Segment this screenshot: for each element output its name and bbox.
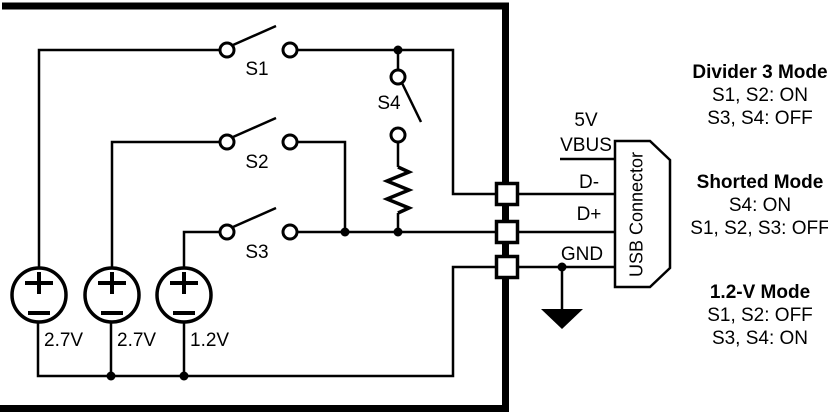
- s2-label: S2: [245, 152, 269, 173]
- s3-label: S3: [245, 242, 269, 263]
- source2-value-label: 2.7V: [117, 330, 157, 351]
- wire-s2-to-dplus: [290, 140, 347, 232]
- connector-pads: [494, 181, 520, 280]
- mode-block-divider3: Divider 3 Mode S1, S2: ON S3, S4: OFF: [660, 61, 828, 130]
- vbus-label: VBUS: [560, 135, 612, 156]
- pad-gnd: [494, 254, 520, 280]
- junction-source3-gnd: [179, 371, 189, 381]
- ground-symbol: [541, 309, 583, 329]
- junction-s2-dplus: [340, 227, 350, 237]
- wire-source3-to-s3: [182, 230, 227, 268]
- mode-title: Shorted Mode: [696, 172, 824, 193]
- gnd-label: GND: [560, 244, 604, 265]
- s4-terminal-top: [389, 68, 407, 86]
- resistor: [382, 165, 414, 215]
- enclosure-frame: [0, 2, 509, 412]
- s4-blade: [400, 82, 423, 123]
- mode-block-1p2v: 1.2-V Mode S1, S2: OFF S3, S4: ON: [660, 281, 828, 350]
- s1-blade: [232, 24, 277, 47]
- usb-connector-outline: [613, 139, 672, 289]
- wire-s1-to-dminus: [290, 48, 497, 196]
- switch-blades: [232, 24, 423, 229]
- usb-connector-label: USB Connector: [626, 151, 647, 278]
- pad-dminus: [494, 181, 520, 207]
- s3-blade: [232, 206, 277, 229]
- s4-label: S4: [377, 93, 401, 114]
- source3-value-label: 1.2V: [190, 330, 230, 351]
- source1-value-label: 2.7V: [44, 330, 84, 351]
- mode-title: Divider 3 Mode: [692, 62, 828, 83]
- mode-setting-line: S1, S2: ON: [711, 85, 809, 106]
- junction-resistor-dplus: [393, 227, 403, 237]
- junction-s4-top: [393, 45, 403, 55]
- supply-5v-label: 5V: [574, 110, 598, 131]
- s1-terminal-left: [218, 41, 236, 59]
- dminus-label: D-: [578, 172, 600, 193]
- s4-terminal-bottom: [389, 126, 407, 144]
- junction-dots: [106, 45, 567, 381]
- s3-terminal-left: [218, 223, 236, 241]
- s1-label: S1: [245, 59, 269, 80]
- mode-block-shorted: Shorted Mode S4: ON S1, S2, S3: OFF: [660, 171, 828, 240]
- source3-plus-sign: [170, 272, 198, 294]
- s2-terminal-right: [281, 133, 299, 151]
- wires: [36, 48, 615, 378]
- junction-source2-gnd: [106, 371, 116, 381]
- mode-setting-line: S1, S2: OFF: [707, 305, 813, 326]
- dplus-label: D+: [576, 204, 602, 225]
- junction-gnd-symbol: [557, 262, 567, 272]
- voltage-sources: [10, 266, 213, 324]
- source2-plus-sign: [98, 272, 126, 294]
- s3-terminal-right: [281, 223, 299, 241]
- s2-terminal-left: [218, 133, 236, 151]
- mode-setting-line: S3, S4: ON: [711, 328, 809, 349]
- s2-blade: [232, 116, 277, 139]
- wire-source2-to-s2: [110, 140, 227, 268]
- pad-dplus: [494, 219, 520, 245]
- wire-source1-to-s1: [37, 48, 227, 268]
- s1-terminal-right: [281, 41, 299, 59]
- switch-terminals: [218, 41, 407, 241]
- source1-plus-sign: [25, 272, 53, 294]
- mode-setting-line: S3, S4: OFF: [707, 108, 813, 129]
- mode-title: 1.2-V Mode: [709, 282, 811, 303]
- mode-setting-line: S4: ON: [728, 195, 792, 216]
- wire-gnd-return: [36, 265, 497, 378]
- mode-setting-line: S1, S2, S3: OFF: [690, 218, 828, 239]
